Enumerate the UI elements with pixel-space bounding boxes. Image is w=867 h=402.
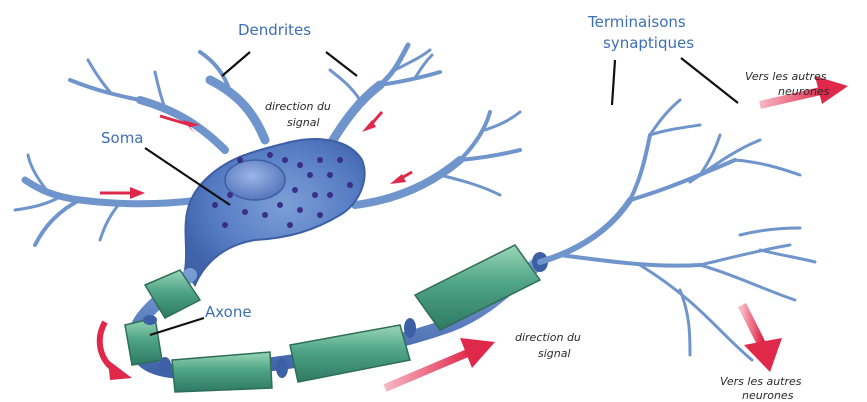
dendrites-label: Dendrites bbox=[238, 21, 311, 39]
terminals-label-line1: Terminaisons bbox=[587, 13, 686, 31]
arrow-icon bbox=[744, 338, 782, 372]
axon-terminals bbox=[540, 100, 815, 360]
signal-direction-top-line1: direction du bbox=[265, 100, 331, 113]
to-neurons-top-line1: Vers les autres bbox=[745, 70, 827, 83]
arrow-icon bbox=[100, 322, 115, 370]
to-neurons-bottom-line1: Vers les autres bbox=[720, 375, 802, 388]
arrow-icon bbox=[108, 360, 132, 380]
signal-direction-top-line2: signal bbox=[287, 116, 320, 129]
myelin-sheath bbox=[290, 325, 410, 382]
myelin-sheath bbox=[172, 352, 272, 392]
arrow-icon bbox=[130, 187, 145, 199]
to-neurons-bottom-line2: neurones bbox=[742, 389, 794, 402]
myelin-sheath bbox=[125, 318, 162, 365]
axon-label: Axone bbox=[205, 303, 252, 321]
soma-label: Soma bbox=[101, 129, 144, 147]
signal-direction-bottom-line1: direction du bbox=[515, 331, 581, 344]
nucleus bbox=[225, 160, 285, 200]
terminals-label-line2: synaptiques bbox=[603, 34, 694, 52]
to-neurons-top-line2: neurones bbox=[778, 85, 830, 98]
soma bbox=[185, 139, 365, 285]
signal-direction-bottom-line2: signal bbox=[538, 347, 571, 360]
arrow-icon bbox=[742, 305, 762, 345]
